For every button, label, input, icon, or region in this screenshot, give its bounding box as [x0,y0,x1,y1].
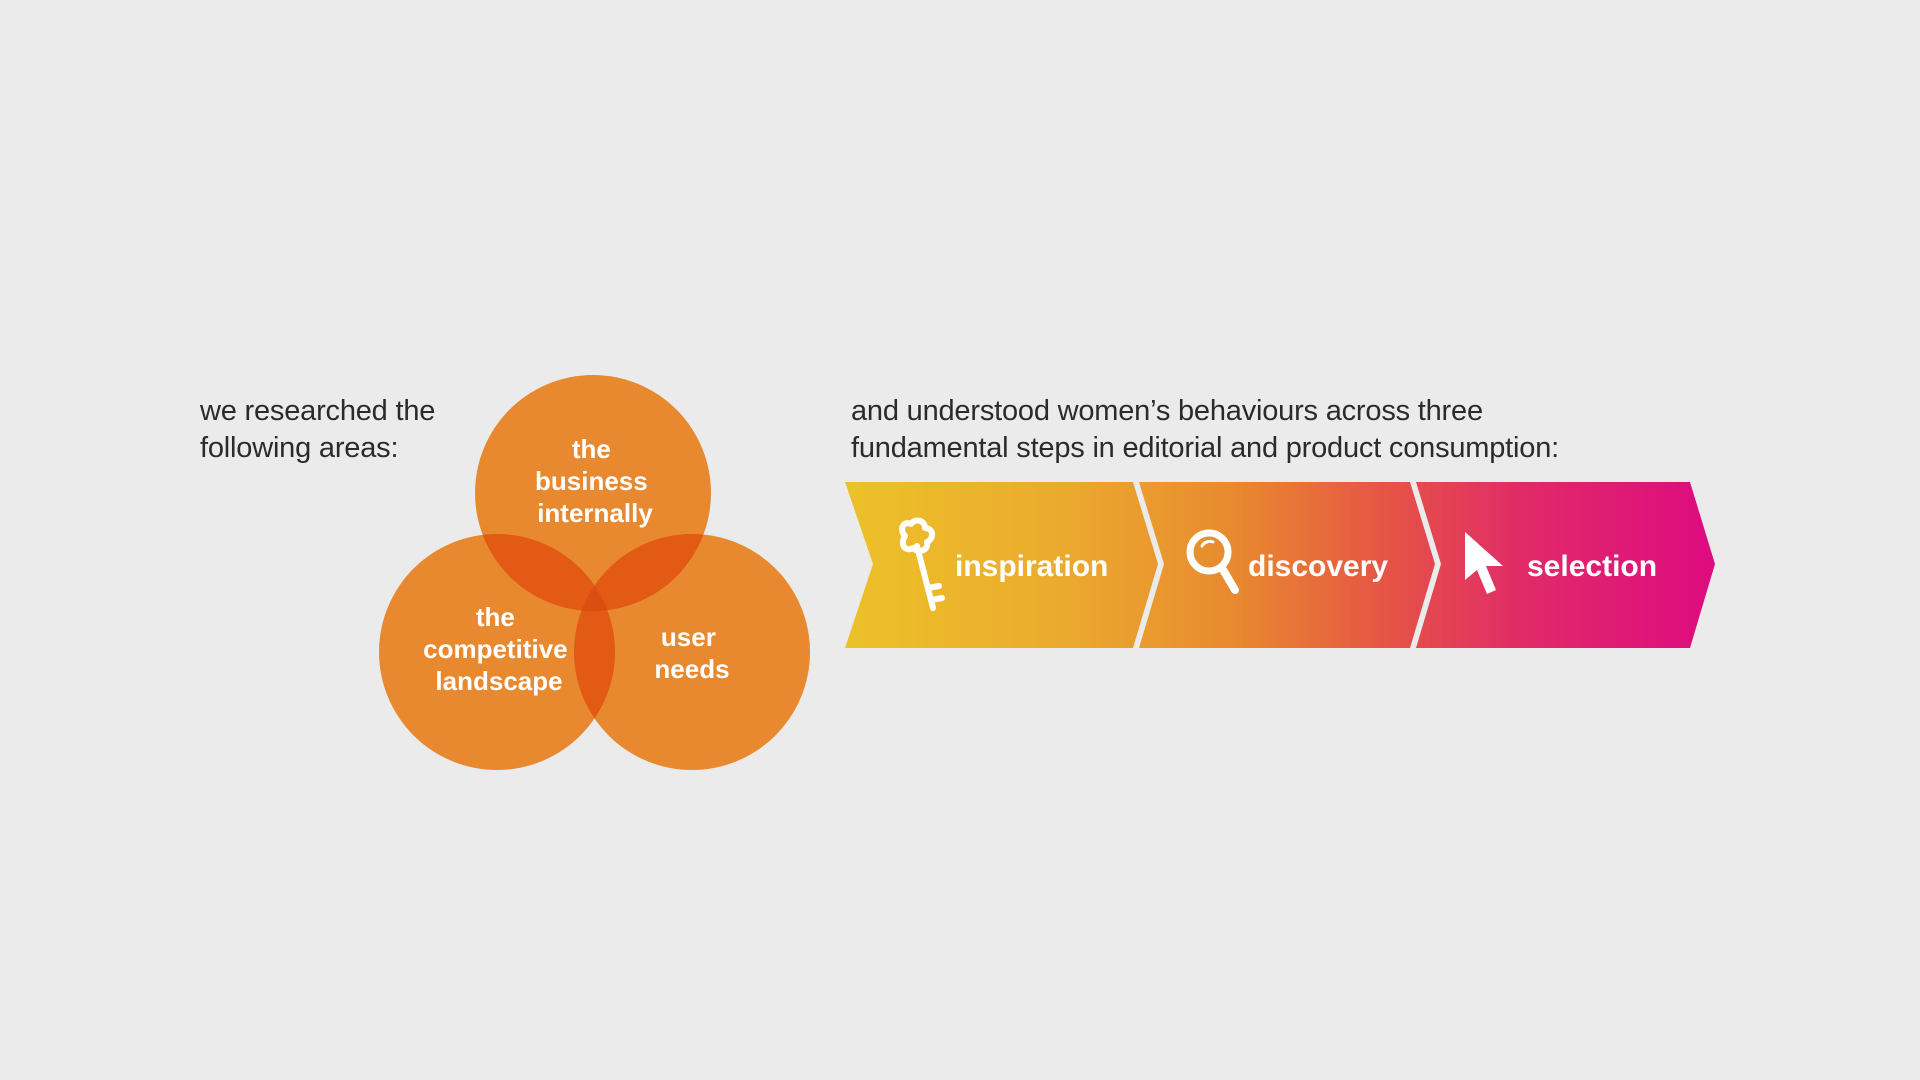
step-segment-discovery [1139,482,1435,648]
label-business: the business internally [535,434,655,528]
label-line: business [535,466,648,496]
step-label-inspiration: inspiration [955,550,1108,583]
behaviours-intro: and understood women’s behaviours across… [851,393,1559,467]
overlap-business-user [574,534,711,611]
intro-line: fundamental steps in editorial and produ… [851,432,1559,464]
flow-segments [845,482,1715,648]
cursor-arrow-icon [1465,532,1503,594]
overlap-business-competitive [475,534,615,611]
label-line: the [476,602,515,632]
intro-line: and understood women’s behaviours across… [851,395,1483,427]
label-line: user [661,622,716,652]
label-line: competitive [423,634,568,664]
label-line: needs [654,654,729,684]
step-label-discovery: discovery [1248,550,1388,583]
venn-overlaps [475,534,711,770]
label-user-needs: user needs [654,622,729,684]
venn-diagram: the business internally the competitive … [379,375,810,770]
step-segment-selection [1416,482,1715,648]
magnifier-icon [1186,529,1239,594]
consumption-steps-flow: inspiration discovery selection [845,482,1715,648]
label-line: internally [537,498,653,528]
venn-labels: the business internally the competitive … [423,434,729,696]
step-label-selection: selection [1527,550,1657,583]
research-areas-intro: we researched the following areas: [200,393,435,467]
label-line: landscape [435,666,562,696]
key-icon [899,517,945,611]
label-competitive: the competitive landscape [423,602,575,696]
intro-line: we researched the [200,395,436,427]
label-line: the [572,434,611,464]
intro-line: following areas: [200,432,399,464]
